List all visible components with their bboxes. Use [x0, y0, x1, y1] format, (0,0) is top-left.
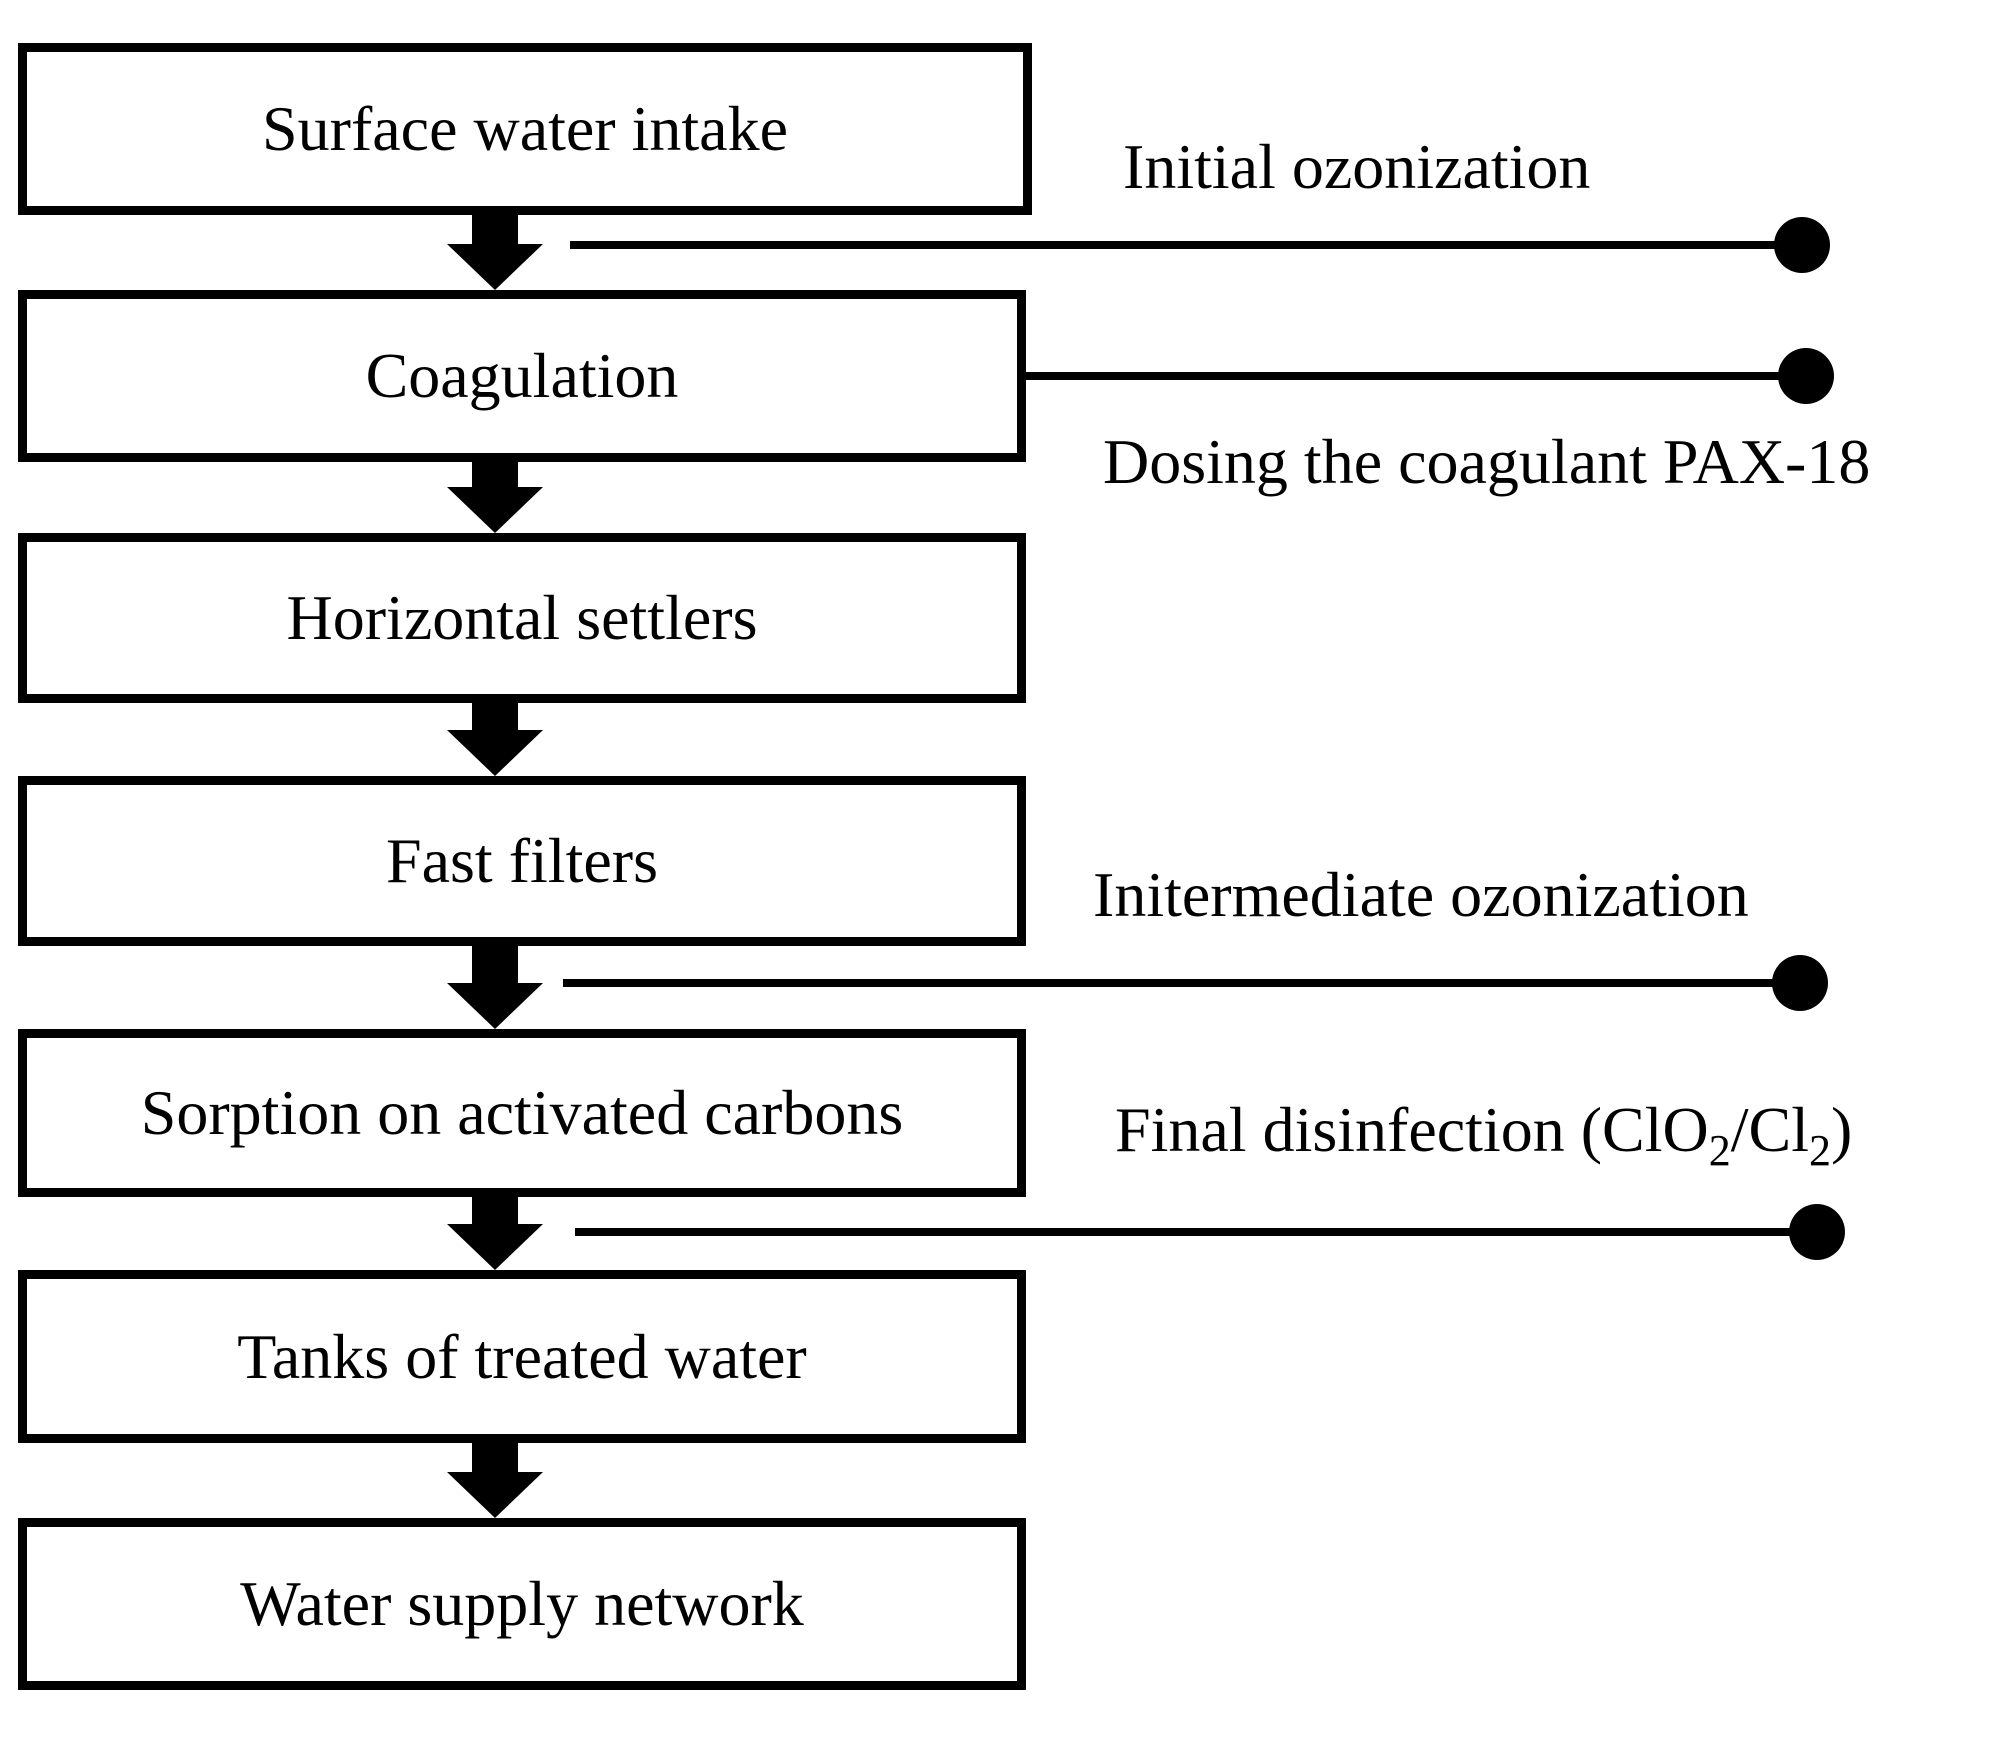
arrow-head-icon	[447, 244, 543, 290]
process-box-label: Tanks of treated water	[237, 1320, 807, 1392]
down-arrow-icon	[447, 461, 543, 533]
final-disinfection-injection-line	[575, 1204, 1845, 1260]
process-box-label: Coagulation	[365, 340, 679, 411]
annotation-dosing-coagulant: Dosing the coagulant PAX-18	[1103, 426, 1871, 497]
down-arrow-icon	[447, 944, 543, 1029]
arrow-stem	[472, 702, 518, 730]
process-box-label: Fast filters	[386, 825, 658, 896]
arrow-head-icon	[447, 983, 543, 1029]
initial-ozonization-injection-line	[570, 217, 1830, 273]
injection-dot-icon	[1772, 955, 1828, 1011]
annotation-text-part: /Cl	[1730, 1094, 1809, 1165]
arrow-head-icon	[447, 1224, 543, 1270]
down-arrow-icon	[447, 1442, 543, 1518]
process-box-label: Water supply network	[240, 1568, 804, 1639]
annotation-text-part: )	[1830, 1094, 1853, 1165]
process-box-horizontal-settlers: Horizontal settlers	[18, 533, 1026, 703]
annotation-intermediate-ozonization: Initermediate ozonization	[1093, 859, 1749, 930]
arrow-head-icon	[447, 1472, 543, 1518]
arrow-head-icon	[447, 487, 543, 533]
arrow-stem	[472, 214, 518, 244]
annotation-text-part: Final disinfection (ClO	[1115, 1094, 1709, 1165]
process-box-sorption-activated-carbons: Sorption on activated carbons	[18, 1029, 1026, 1197]
process-box-fast-filters: Fast filters	[18, 776, 1026, 946]
arrow-stem	[472, 1442, 518, 1472]
process-box-label: Surface water intake	[262, 93, 788, 164]
down-arrow-icon	[447, 702, 543, 776]
annotation-initial-ozonization: Initial ozonization	[1123, 131, 1591, 202]
arrow-stem	[472, 944, 518, 983]
annotation-final-disinfection: Final disinfection (ClO2/Cl2)	[1115, 1098, 1852, 1173]
process-box-water-supply-network: Water supply network	[18, 1518, 1026, 1690]
annotation-subscript: 2	[1708, 1126, 1731, 1175]
down-arrow-icon	[447, 1196, 543, 1270]
process-box-tanks-treated-water: Tanks of treated water	[18, 1270, 1026, 1443]
arrow-head-icon	[447, 730, 543, 776]
process-box-label: Sorption on activated carbons	[140, 1077, 904, 1148]
process-box-label: Horizontal settlers	[286, 582, 758, 653]
injection-dot-icon	[1778, 348, 1834, 404]
arrow-stem	[472, 1196, 518, 1224]
annotation-subscript: 2	[1808, 1126, 1831, 1175]
down-arrow-icon	[447, 214, 543, 290]
arrow-stem	[472, 461, 518, 487]
injection-dot-icon	[1789, 1204, 1845, 1260]
coagulant-dosing-injection-line	[1018, 348, 1834, 404]
intermediate-ozonization-injection-line	[563, 955, 1828, 1011]
process-box-coagulation: Coagulation	[18, 290, 1026, 462]
process-box-surface-water-intake: Surface water intake	[18, 43, 1032, 215]
injection-dot-icon	[1774, 217, 1830, 273]
